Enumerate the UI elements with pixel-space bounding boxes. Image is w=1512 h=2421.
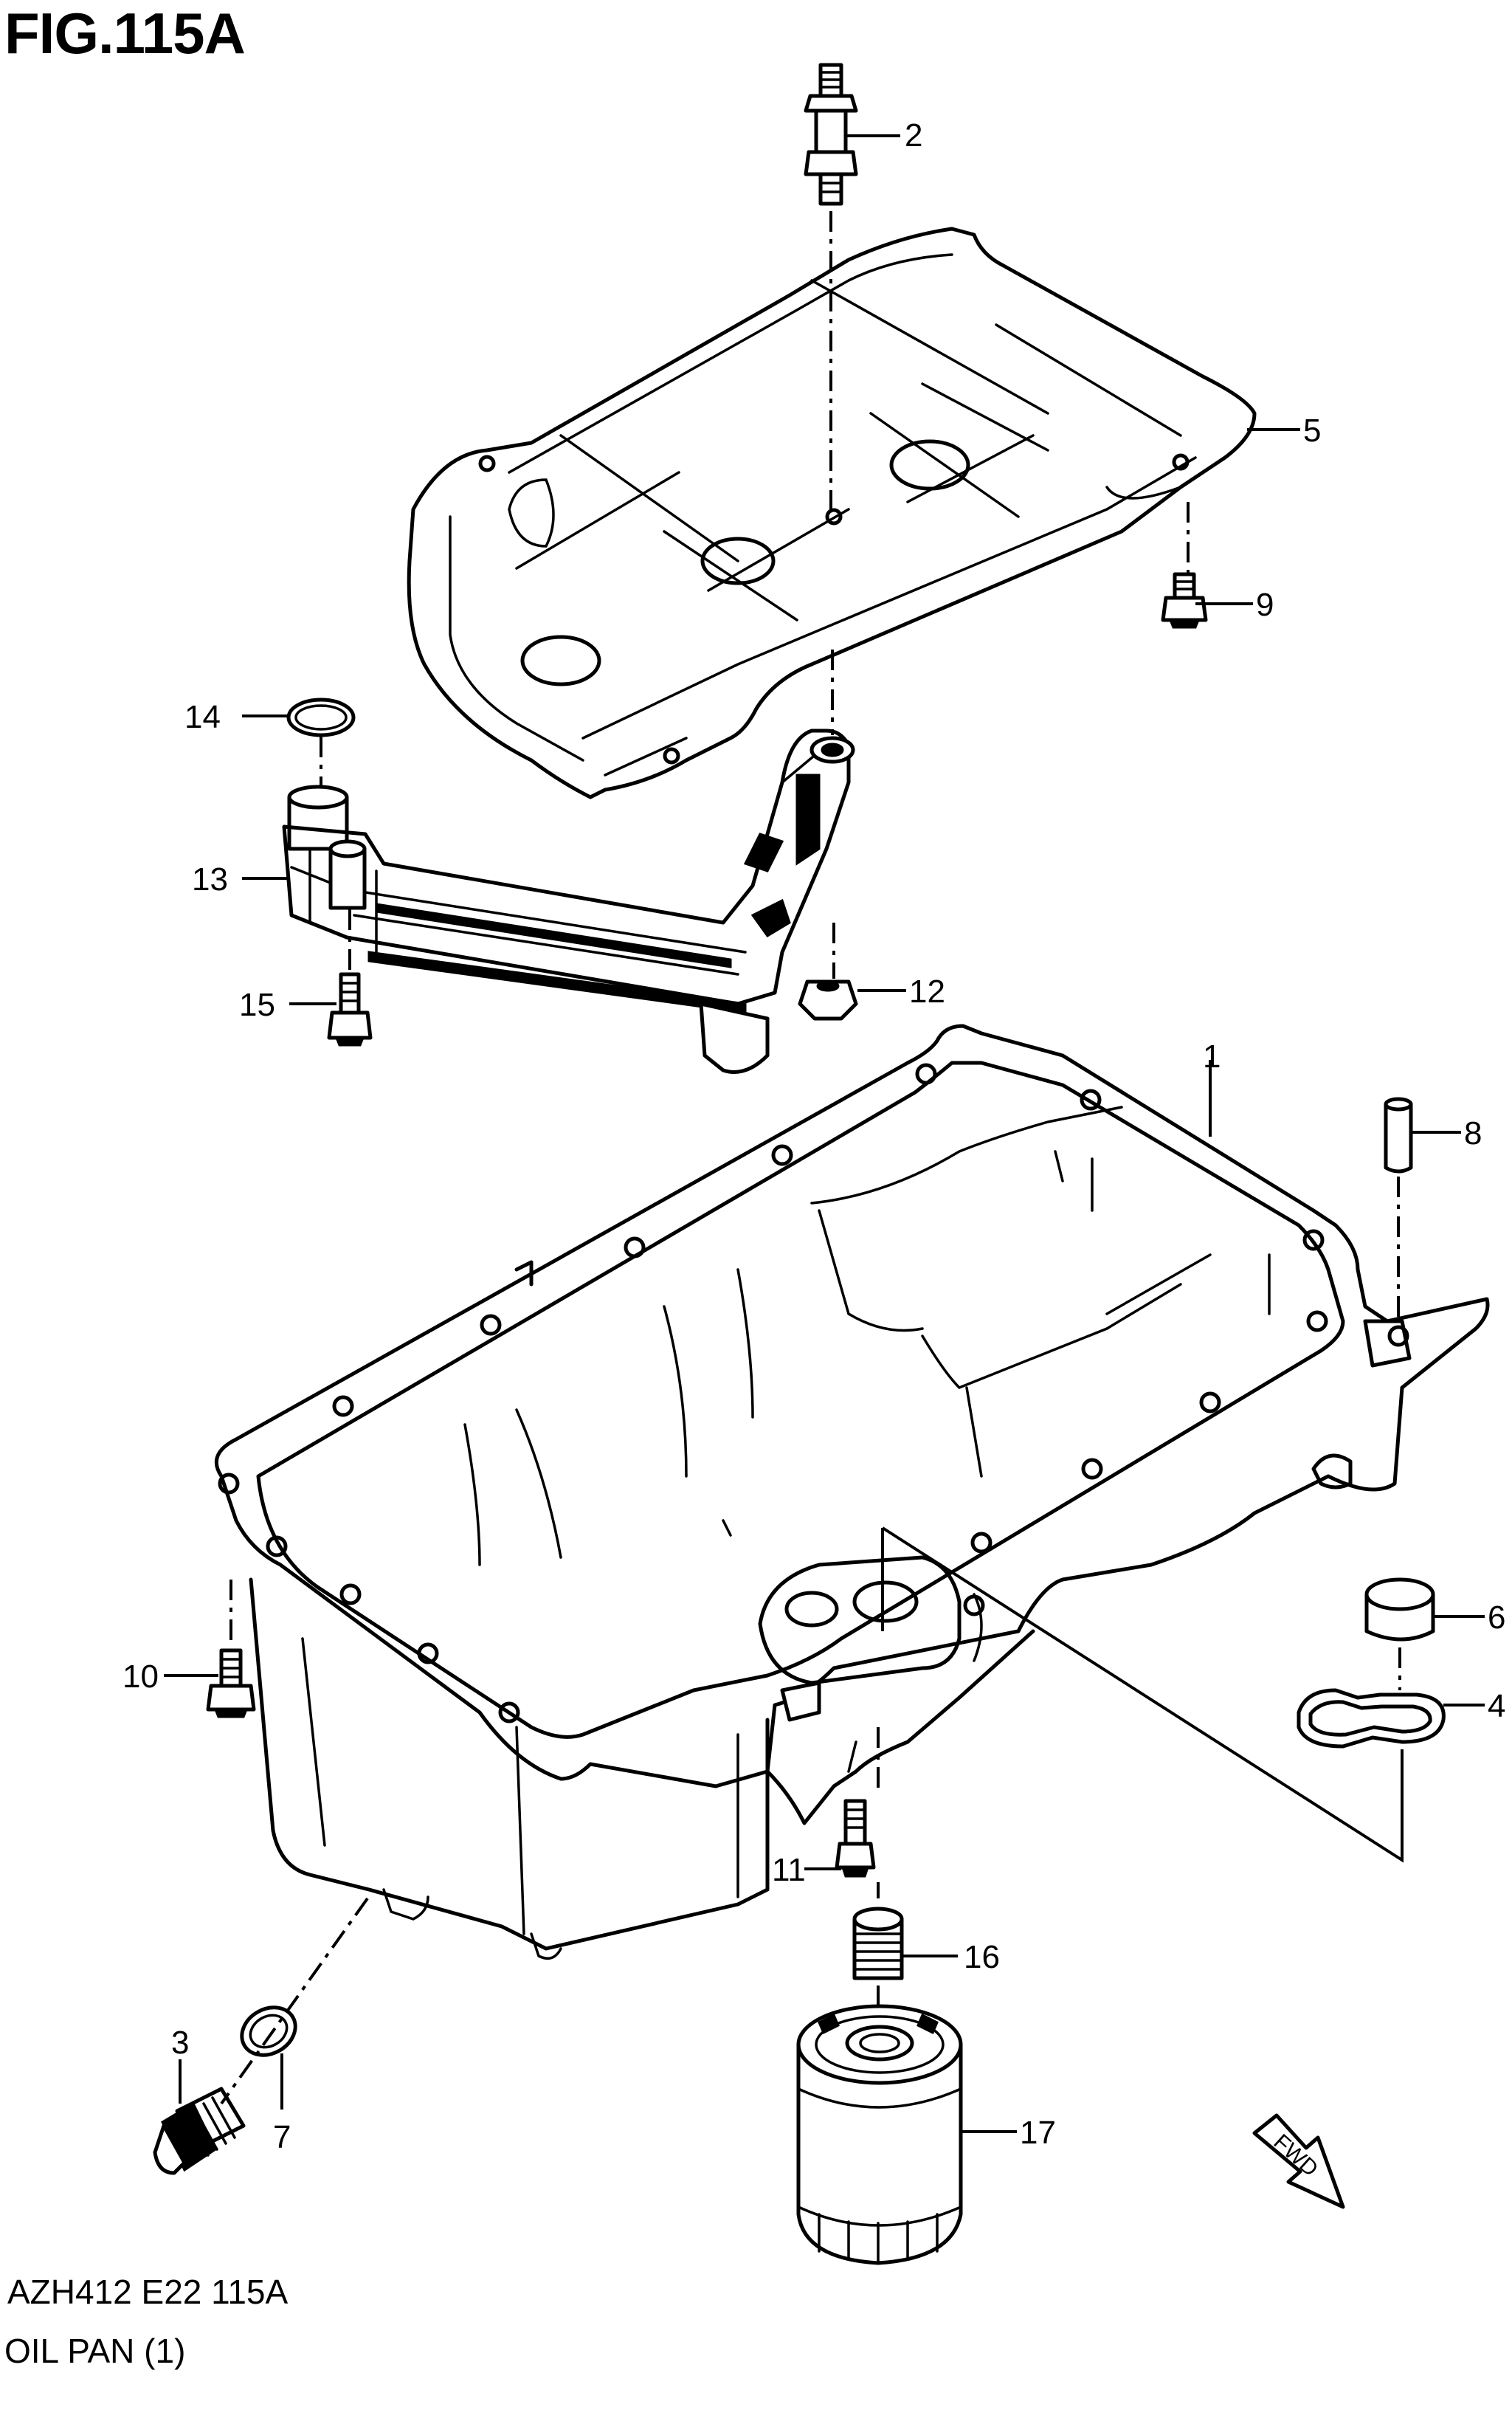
bracket-line-4: [881, 1526, 1404, 1863]
oil-strainer-part: [282, 729, 855, 1074]
callout-6: 6: [1488, 1599, 1505, 1636]
callout-15: 15: [239, 987, 275, 1023]
pan-bolt-10-part: [206, 1648, 256, 1718]
stud-bolt-part: [804, 63, 858, 206]
oil-pan-baffle-part: [407, 227, 1257, 799]
strainer-nut-part: [798, 979, 858, 1021]
figure-code: AZH412 E22 115A: [7, 2273, 289, 2311]
drain-gasket-part: [240, 2005, 297, 2057]
callout-4: 4: [1488, 1688, 1505, 1724]
figure-title: FIG.115A: [4, 1, 246, 66]
baffle-bolt-part: [1161, 572, 1208, 629]
fwd-arrow-icon: FWD: [1252, 2113, 1345, 2209]
plug-part: [1364, 1577, 1435, 1642]
o-ring-4-part: [1297, 1688, 1446, 1749]
figure-name: OIL PAN (1): [4, 2332, 186, 2370]
callout-1: 1: [1203, 1039, 1221, 1075]
callout-2: 2: [905, 117, 922, 154]
callout-16: 16: [964, 1939, 1000, 1975]
strainer-oring-part: [286, 698, 356, 737]
callout-13: 13: [192, 861, 228, 898]
callout-numbers: 2 5 9 14 13 15 12 1 8 6 4 10 11 16 17 3 …: [122, 117, 1505, 2155]
callout-5: 5: [1303, 413, 1321, 449]
callout-12: 12: [909, 974, 945, 1010]
callout-8: 8: [1464, 1115, 1482, 1151]
callout-17: 17: [1020, 2115, 1056, 2151]
callout-3: 3: [171, 2025, 189, 2061]
strainer-bolt-part: [327, 972, 373, 1047]
callout-9: 9: [1256, 587, 1274, 623]
drain-plug-part: [153, 2087, 246, 2175]
callout-14: 14: [184, 699, 221, 735]
callout-11: 11: [772, 1852, 806, 1888]
dowel-pin-part: [1384, 1097, 1413, 1174]
oil-filter-part: [796, 2004, 963, 2265]
oil-pan-part: [214, 1024, 1490, 1960]
pan-bolt-11-part: [835, 1799, 876, 1878]
callout-10: 10: [122, 1659, 159, 1695]
union-bolt-part: [852, 1907, 904, 1980]
callout-7: 7: [273, 2119, 291, 2155]
leader-lines: [164, 134, 1485, 2133]
drain-centerline: [220, 1897, 369, 2105]
